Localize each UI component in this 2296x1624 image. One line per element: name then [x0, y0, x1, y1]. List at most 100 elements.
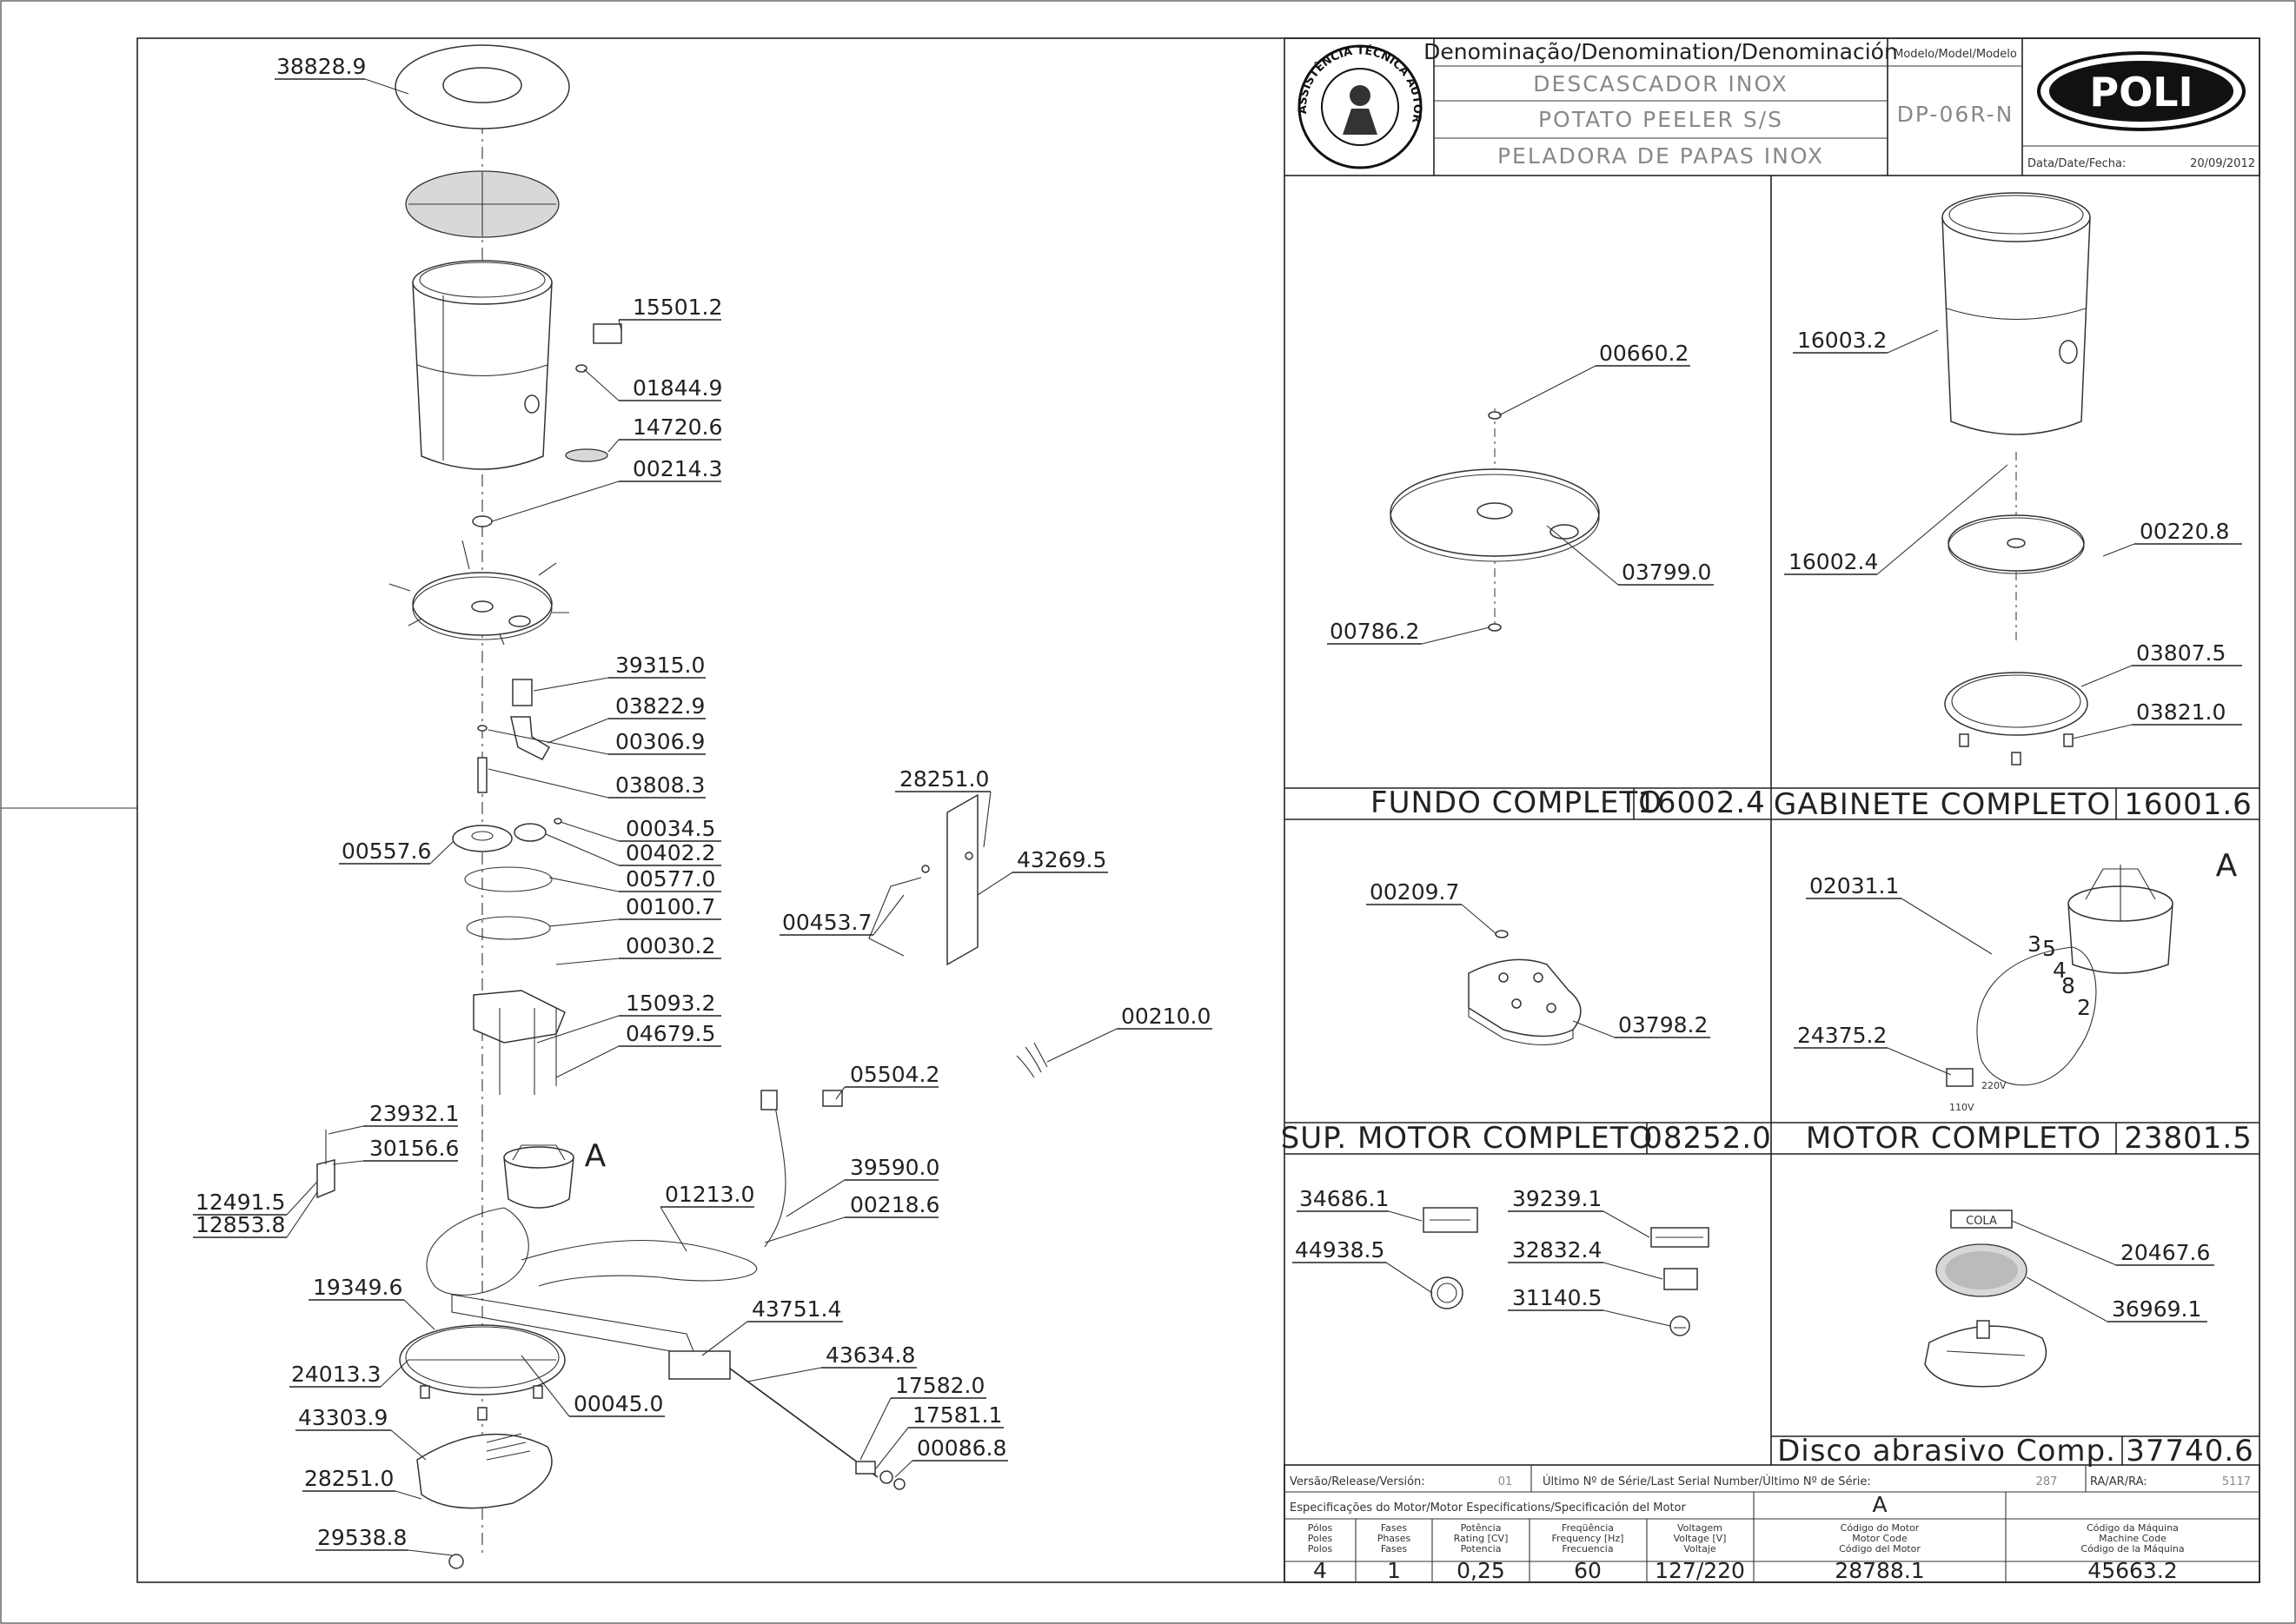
leader-line: [583, 368, 620, 401]
part-number-label: 00557.6: [342, 839, 431, 864]
name-pt: DESCASCADOR INOX: [1533, 71, 1788, 96]
label-plate-15501: [593, 323, 622, 344]
part-number-label: 03821.0: [2136, 699, 2226, 725]
part-number-label: 17581.1: [912, 1402, 1002, 1428]
abrasive-disc: [405, 170, 560, 238]
leader-line: [488, 768, 609, 799]
part-number-label: 00214.3: [633, 456, 722, 481]
part-number-label: 00100.7: [626, 894, 715, 919]
leader-line: [835, 1086, 846, 1100]
leader-line: [560, 821, 620, 842]
part-number-label: 00034.5: [626, 816, 715, 841]
leader-line: [1461, 904, 1497, 935]
part-number-label: 16003.2: [1797, 328, 1887, 353]
date-value: 20/09/2012: [2190, 157, 2255, 170]
footer-table: [1284, 1464, 2260, 1583]
disco-title: Disco abrasivo Comp.: [1777, 1434, 2116, 1468]
part-number-label: 20467.6: [2120, 1240, 2210, 1265]
footer-header-cell: Freqüência: [1562, 1522, 1614, 1534]
part-number-label: 00402.2: [626, 840, 715, 865]
part-number-label: 43634.8: [826, 1342, 915, 1368]
motor-letter-main: A: [585, 1138, 607, 1174]
fundo-title: FUNDO COMPLETO: [1370, 785, 1662, 820]
wire-number: 4: [2053, 958, 2067, 983]
part-number-label: 29538.8: [317, 1525, 407, 1550]
leader-line: [1388, 1210, 1423, 1222]
leader-line: [286, 1191, 318, 1238]
leader-line: [873, 894, 905, 936]
leader-line: [1385, 1262, 1433, 1294]
motor-spec-letter: A: [1872, 1492, 1887, 1517]
disco-drawing: [1924, 1210, 2047, 1388]
leader-line: [1046, 1028, 1118, 1063]
footer-header-cell: Rating [CV]: [1454, 1533, 1509, 1544]
part-number-label: 00218.6: [850, 1192, 939, 1217]
version-label: Versão/Release/Versión:: [1290, 1475, 1425, 1488]
footer-header-cell: Frequency [Hz]: [1552, 1533, 1624, 1544]
part-number-label: 02031.1: [1809, 873, 1899, 898]
part-number-label: 14720.6: [633, 414, 722, 440]
part-number-label: 03822.9: [615, 693, 705, 719]
footer-header-cell: Código da Máquina: [2087, 1522, 2179, 1534]
leader-line: [607, 439, 620, 453]
shaft-03808: [477, 757, 488, 793]
footer-header-cell: Polos: [1308, 1543, 1333, 1554]
footer-header-cell: Código de la Máquina: [2080, 1543, 2184, 1554]
motor-A: [503, 1144, 574, 1209]
part-number-label: 00086.8: [917, 1435, 1006, 1461]
motor-title: MOTOR COMPLETO: [1806, 1121, 2101, 1156]
part-number-label: 00660.2: [1599, 341, 1689, 366]
leader-line: [555, 1045, 620, 1078]
part-number-label: 00786.2: [1330, 619, 1419, 644]
leader-line: [983, 791, 992, 848]
base-ring-19349: [399, 1324, 566, 1421]
leader-line: [548, 877, 620, 892]
leader-line: [875, 1427, 909, 1469]
part-number-label: 39239.1: [1512, 1186, 1602, 1211]
footer-header-cell: Voltage [V]: [1674, 1533, 1727, 1544]
cylinder-body: [412, 260, 553, 470]
part-number-label: 04679.5: [626, 1021, 715, 1046]
seal-text: ASSISTÊNCIA TÉCNICA AUTORIZADA: [0, 0, 1423, 124]
part-number-label: 16002.4: [1788, 549, 1878, 574]
footer-header-cell: Potencia: [1461, 1543, 1502, 1554]
leader-line: [395, 1490, 422, 1500]
leader-line: [859, 1397, 892, 1461]
leader-line: [2102, 543, 2135, 557]
leader-line: [1603, 1210, 1650, 1238]
model-value: DP-06R-N: [1897, 102, 2014, 127]
ra-value: 5117: [2222, 1475, 2251, 1488]
labels-panel-drawing: [1423, 1207, 1709, 1336]
motor-wire-numbers: 3 5 4 8 2 220V 110V: [1949, 931, 2091, 1113]
footer-value-cell: 28788.1: [1835, 1558, 1924, 1583]
leader-line: [1421, 626, 1490, 645]
leader-line: [533, 677, 609, 692]
wire-number: 5: [2042, 936, 2056, 961]
motor-code: 23801.5: [2124, 1121, 2253, 1156]
footer-header-cell: Voltagem: [1677, 1522, 1722, 1534]
part-number-label: 12853.8: [196, 1212, 285, 1237]
leader-line: [286, 1181, 318, 1216]
panel-titles: FUNDO COMPLETO 16002.4 GABINETE COMPLETO…: [1281, 785, 2253, 1468]
leader-line: [547, 718, 609, 744]
belt-00577: [464, 866, 553, 892]
washer-00306: [477, 725, 488, 732]
gabinete-code: 16001.6: [2124, 787, 2253, 822]
label-05504: [822, 1090, 843, 1107]
leader-line: [1572, 1020, 1616, 1038]
part-number-label: 30156.6: [369, 1136, 459, 1161]
leader-line: [618, 319, 622, 331]
part-number-label: 39590.0: [850, 1155, 939, 1180]
footer-header-cell: Potência: [1461, 1522, 1502, 1534]
name-en: POTATO PEELER S/S: [1538, 107, 1783, 132]
handle-14720: [565, 448, 608, 462]
part-number-label: 05504.2: [850, 1062, 939, 1087]
footer-value-cell: 1: [1387, 1558, 1401, 1583]
part-number-label: 24375.2: [1797, 1023, 1887, 1048]
model-heading: Modelo/Model/Modelo: [1894, 48, 2017, 61]
part-number-label: 28251.0: [899, 766, 989, 792]
sup-motor-code: 08252.0: [1643, 1121, 1772, 1156]
leader-line: [894, 1460, 913, 1478]
part-number-label: 34686.1: [1299, 1186, 1389, 1211]
part-number-label: 23932.1: [369, 1101, 459, 1126]
